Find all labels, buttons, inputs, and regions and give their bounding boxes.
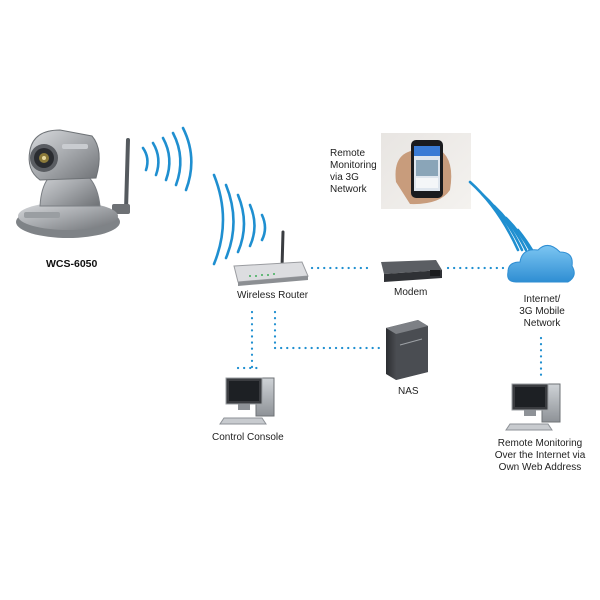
camera-label: WCS-6050 xyxy=(46,258,98,270)
camera-icon xyxy=(16,129,130,238)
internet-label-line: Internet/ xyxy=(523,294,561,305)
smartphone-icon xyxy=(395,140,452,205)
modem-label: Modem xyxy=(394,287,428,298)
remote-3g-label-line: Remote xyxy=(330,148,366,159)
remote-3g-label-line: Network xyxy=(330,184,367,195)
connection-lines xyxy=(236,266,543,377)
internet-label-line: 3G Mobile xyxy=(519,306,565,317)
router-label: Wireless Router xyxy=(237,290,309,301)
wifi-waves-icon xyxy=(212,173,267,266)
remote-3g-label: Remote Monitoring via 3G Network xyxy=(330,148,377,196)
remote-3g-label-line: via 3G xyxy=(330,172,359,183)
desktop-pc-icon xyxy=(505,383,561,431)
cloud-icon xyxy=(507,245,575,283)
remote-web-label-line: Own Web Address xyxy=(498,462,582,473)
internet-label-line: Network xyxy=(523,318,561,329)
remote-3g-label-line: Monitoring xyxy=(330,160,377,171)
wifi-waves-icon xyxy=(468,180,534,252)
console-label: Control Console xyxy=(212,432,284,443)
remote-web-label: Remote Monitoring Over the Internet via … xyxy=(484,438,596,474)
remote-web-label-line: Over the Internet via xyxy=(494,450,586,461)
wifi-waves-icon xyxy=(141,126,193,192)
desktop-pc-icon xyxy=(219,377,275,425)
nas-icon xyxy=(386,320,428,380)
remote-web-label-line: Remote Monitoring xyxy=(497,438,583,449)
nas-label: NAS xyxy=(398,386,419,397)
modem-icon xyxy=(381,260,442,282)
wireless-router-icon xyxy=(233,230,309,286)
internet-label: Internet/ 3G Mobile Network xyxy=(506,294,578,330)
